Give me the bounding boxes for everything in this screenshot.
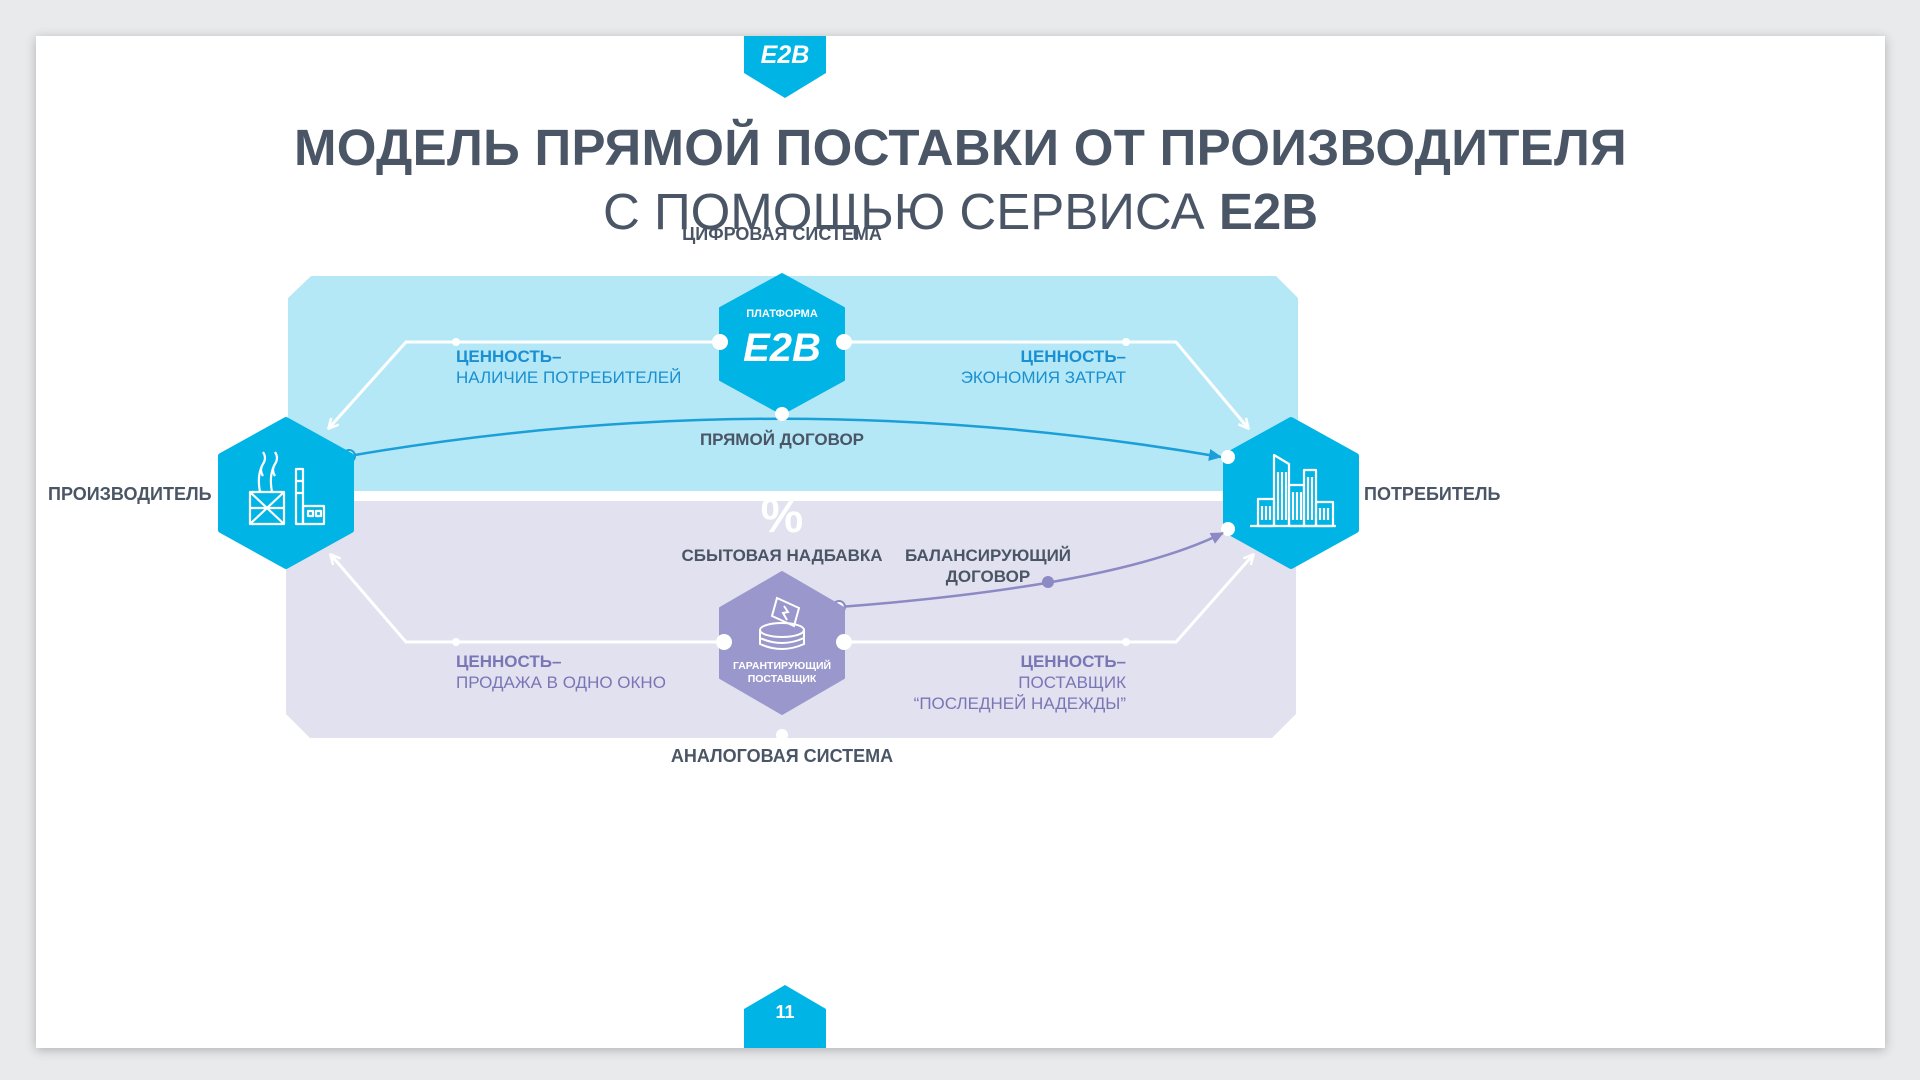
value-flow-bottom-left [331,555,724,644]
connector-dot [1122,638,1130,646]
value-top-left-head: ЦЕННОСТЬ– [456,347,562,366]
analog-system-label: АНАЛОГОВАЯ СИСТЕМА [670,746,894,766]
connector-dot [775,407,789,421]
balancing-contract-arrow [838,531,1224,609]
value-top-left-body: НАЛИЧИЕ ПОТРЕБИТЕЛЕЙ [456,368,682,387]
digital-system-label: ЦИФРОВАЯ СИСТЕМА [682,224,882,244]
value-bottom-right-head: ЦЕННОСТЬ– [1020,652,1126,671]
logo-badge: E2B [744,36,826,98]
page-number: 11 [775,1002,794,1022]
title-line-2-prefix: С ПОМОЩЬЮ СЕРВИСА [602,183,1219,240]
value-flow-top-left [329,340,720,428]
markup-percent-icon: % [761,490,804,543]
city-buildings-icon [1250,453,1336,528]
connector-dot [776,729,788,741]
logo-text: E2B [761,41,810,69]
connector-dot [836,634,852,650]
consumer-hexagon [1223,417,1359,569]
title-line-2-brand: E2B [1218,183,1319,240]
supplier-label-line1: ГАРАНТИРУЮЩИЙ [733,659,831,672]
connector-dot [712,334,728,350]
guaranteeing-supplier-hexagon: ГАРАНТИРУЮЩИЙ ПОСТАВЩИК [719,571,845,715]
value-bottom-right-body-line2: “ПОСЛЕДНЕЙ НАДЕЖДЫ” [913,694,1126,713]
value-flow-top-right [844,340,1248,428]
value-bottom-right-body-line1: ПОСТАВЩИК [1018,673,1126,692]
producer-hexagon [218,417,354,569]
connector-dot [1122,338,1130,346]
value-bottom-left-head: ЦЕННОСТЬ– [456,652,562,671]
platform-name: E2B [743,326,821,370]
title-line-2: С ПОМОЩЬЮ СЕРВИСА E2B [36,182,1885,241]
diagram-canvas: E2B ПЛАТФОРМА E2B [218,36,1359,1048]
connector-dot [1221,450,1235,464]
producer-label: ПРОИЗВОДИТЕЛЬ [48,484,212,504]
balancing-contract-label-line2: ДОГОВОР [945,567,1031,586]
consumer-label: ПОТРЕБИТЕЛЬ [1364,484,1501,504]
direct-contract-label: ПРЯМОЙ ДОГОВОР [699,430,865,449]
connector-dot [452,638,460,646]
balancing-contract-label-line1: БАЛАНСИРУЮЩИЙ [904,546,1071,565]
value-flow-bottom-right [844,555,1253,644]
connector-dot [836,334,852,350]
connector-dot [1221,522,1235,536]
power-plant-icon [248,451,326,526]
markup-label: СБЫТОВАЯ НАДБАВКА [681,546,883,565]
connector-dot [716,634,732,650]
supplier-label-line2: ПОСТАВЩИК [748,673,817,685]
value-top-right-head: ЦЕННОСТЬ– [1020,347,1126,366]
connector-dot [776,250,788,262]
page-number-badge: 11 [744,985,826,1048]
supplier-icon [759,596,805,650]
value-top-right-body: ЭКОНОМИЯ ЗАТРАТ [960,368,1126,387]
slide: E2B ПЛАТФОРМА E2B [36,36,1885,1048]
connector-dot [1042,576,1054,588]
value-bottom-left-body: ПРОДАЖА В ОДНО ОКНО [456,673,666,692]
platform-e2b-hexagon: ПЛАТФОРМА E2B [719,273,845,415]
title-line-1: МОДЕЛЬ ПРЯМОЙ ПОСТАВКИ ОТ ПРОИЗВОДИТЕЛЯ [293,119,1628,176]
connector-dot [452,338,460,346]
platform-caption: ПЛАТФОРМА [746,308,818,320]
